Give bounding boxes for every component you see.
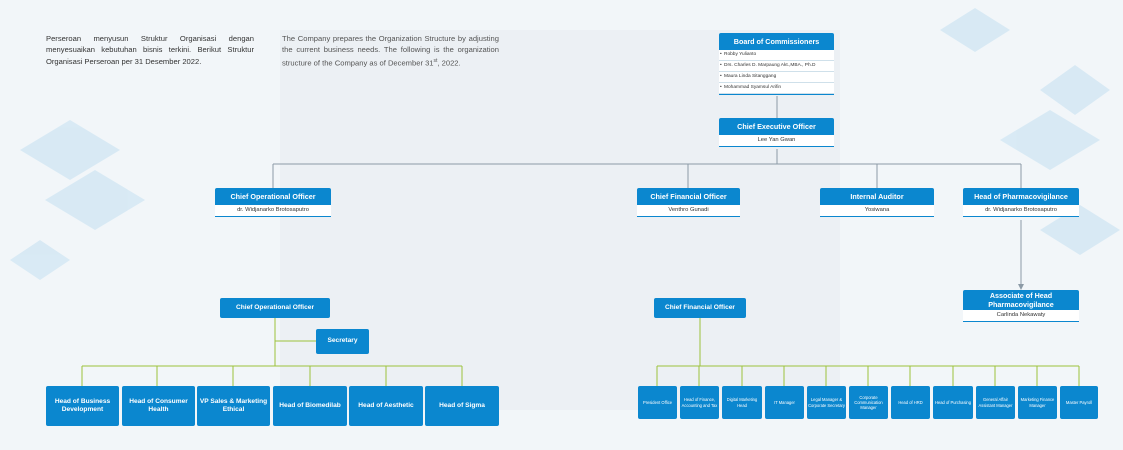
unit-head-biomedilab: Head of Biomedilab xyxy=(273,386,347,426)
secretary-box: Secretary xyxy=(316,329,369,354)
unit-general-affair-assistant-manager: General Affair Assistant Manager xyxy=(976,386,1015,419)
internal-auditor-title: Internal Auditor xyxy=(820,188,934,205)
associate-name: Carlinda Nekawaty xyxy=(963,310,1079,322)
head-pharmacovigilance-title: Head of Pharmacovigilance xyxy=(963,188,1079,205)
unit-head-business-development: Head of Business Development xyxy=(46,386,119,426)
associate-title: Associate of Head Pharmacovigilance xyxy=(963,290,1079,310)
unit-marketing-finance-manager: Marketing Finance Manager xyxy=(1018,386,1057,419)
board-of-commissioners-node: Board of Commissioners Robby Yulianto Dr… xyxy=(719,33,834,95)
intro-english-part-1: The Company prepares the Organization St… xyxy=(282,34,499,68)
cfo-node: Chief Financial Officer Venthro Gunadi xyxy=(637,188,740,217)
internal-auditor-node: Internal Auditor Yosiwana xyxy=(820,188,934,217)
unit-head-sigma: Head of Sigma xyxy=(425,386,499,426)
unit-head-aesthetic: Head of Aesthetic xyxy=(349,386,423,426)
unit-digital-marketing-head: Digital Marketing Head xyxy=(722,386,762,419)
intro-english-sup: st xyxy=(433,57,438,64)
head-pharmacovigilance-name: dr. Widjanarko Brotosaputro xyxy=(963,205,1079,217)
unit-president-office: President Office xyxy=(638,386,677,419)
coo-division-box: Chief Operational Officer xyxy=(220,298,330,318)
internal-auditor-name: Yosiwana xyxy=(820,205,934,217)
intro-text-indonesian: Perseroan menyusun Struktur Organisasi d… xyxy=(46,34,254,66)
intro-text-english: The Company prepares the Organization St… xyxy=(282,33,499,69)
unit-vp-sales-marketing-ethical: VP Sales & Marketing Ethical xyxy=(197,386,270,426)
ceo-node: Chief Executive Officer Lee Yan Gwan xyxy=(719,118,834,147)
unit-legal-manager-corporate-secretary: Legal Manager & Corporate Secretary xyxy=(807,386,846,419)
associate-pharmacovigilance-node: Associate of Head Pharmacovigilance Carl… xyxy=(963,290,1079,322)
unit-master-payroll: Master Payroll xyxy=(1060,386,1098,419)
board-member-list: Robby Yulianto Drs. Charles D. Marpaung … xyxy=(719,50,834,95)
board-member: Maura Linda Sitanggang xyxy=(719,72,834,83)
board-title: Board of Commissioners xyxy=(719,33,834,50)
board-member: Drs. Charles D. Marpaung Akt.,MBA., Ph.D xyxy=(719,61,834,72)
cfo-division-box: Chief Financial Officer xyxy=(654,298,746,318)
unit-head-hrd: Head of HRD xyxy=(891,386,930,419)
ceo-name: Lee Yan Gwan xyxy=(719,135,834,147)
coo-name: dr. Widjanarko Brotosaputro xyxy=(215,205,331,217)
unit-it-manager: IT Manager xyxy=(765,386,804,419)
intro-english-part-2: , 2022. xyxy=(437,58,461,68)
unit-corporate-communication-manager: Corporate Communication Manager xyxy=(849,386,888,419)
cfo-name: Venthro Gunadi xyxy=(637,205,740,217)
unit-head-consumer-health: Head of Consumer Health xyxy=(122,386,195,426)
unit-head-finance-accounting-tax: Head of Finance, Accounting and Tax xyxy=(680,386,719,419)
ceo-title: Chief Executive Officer xyxy=(719,118,834,135)
unit-head-purchasing: Head of Purchasing xyxy=(933,386,973,419)
board-member: Robby Yulianto xyxy=(719,50,834,61)
coo-node: Chief Operational Officer dr. Widjanarko… xyxy=(215,188,331,217)
coo-title: Chief Operational Officer xyxy=(215,188,331,205)
cfo-title: Chief Financial Officer xyxy=(637,188,740,205)
board-member: Mohammad Syamsul Arifin xyxy=(719,83,834,94)
head-pharmacovigilance-node: Head of Pharmacovigilance dr. Widjanarko… xyxy=(963,188,1079,217)
